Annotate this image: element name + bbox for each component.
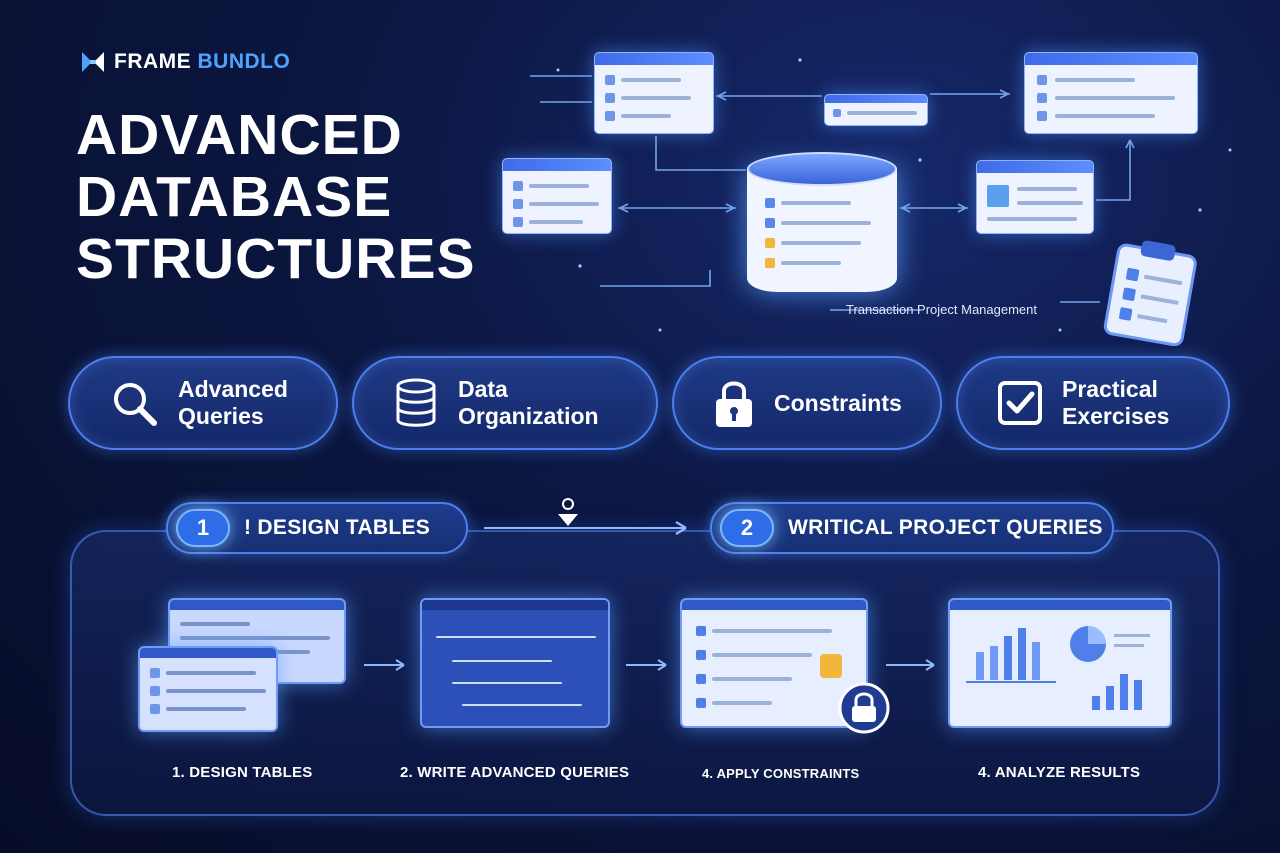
- workflow-caption-1: 1. DESIGN TABLES: [172, 764, 313, 781]
- frame-logo-icon: [82, 52, 104, 72]
- title-line-3: STRUCTURES: [76, 227, 476, 291]
- feature-advanced-queries: Advanced Queries: [68, 356, 338, 450]
- feature-label: Advanced Queries: [178, 376, 288, 430]
- clipboard-icon: [1103, 240, 1197, 346]
- step-1-label: ! DESIGN TABLES: [244, 516, 431, 539]
- title-line-1: ADVANCED: [76, 103, 403, 167]
- step-connector: [484, 498, 687, 536]
- database-cylinder: [747, 152, 897, 302]
- diagram-window-3: [1024, 52, 1198, 134]
- feature-label-line-2: Organization: [458, 403, 599, 429]
- lock-icon: [820, 654, 890, 734]
- step-2-label: WRITICAL PROJECT QUERIES: [788, 516, 1103, 539]
- feature-practical-exercises: Practical Exercises: [956, 356, 1230, 450]
- database-diagram: Transaction Project Management: [500, 40, 1260, 360]
- feature-label-line-1: Practical: [1062, 376, 1158, 402]
- page-title: ADVANCED DATABASE STRUCTURES: [76, 104, 476, 290]
- diagram-window-4: [502, 158, 612, 234]
- workflow-caption-3: 4. APPLY CONSTRAINTS: [702, 766, 860, 781]
- feature-label-line-2: Exercises: [1062, 403, 1170, 429]
- lock-icon: [716, 381, 752, 427]
- brand-name-part2: BUNDLO: [197, 50, 291, 73]
- feature-label: Data Organization: [458, 376, 599, 430]
- search-icon: [114, 383, 157, 426]
- step-2-pill: 2 WRITICAL PROJECT QUERIES: [710, 502, 1114, 554]
- diagram-window-5: [976, 160, 1094, 234]
- workflow-caption-2: 2. WRITE ADVANCED QUERIES: [400, 764, 630, 781]
- database-icon: [396, 378, 436, 427]
- step-1-number: 1: [176, 509, 230, 547]
- workflow-caption-4: 4. ANALYZE RESULTS: [978, 764, 1141, 781]
- diagram-caption: Transaction Project Management: [846, 302, 1038, 317]
- workflow-card-design-tables: [138, 646, 278, 732]
- feature-data-organization: Data Organization: [352, 356, 658, 450]
- feature-label-line-1: Data: [458, 376, 508, 402]
- results-chart-icon: [966, 626, 1150, 710]
- brand-logo: FRAME BUNDLO: [80, 50, 290, 74]
- step-1-pill: 1 ! DESIGN TABLES: [166, 502, 468, 554]
- feature-label-line-1: Constraints: [774, 389, 902, 416]
- checkbox-icon: [998, 381, 1042, 425]
- feature-constraints: Constraints: [672, 356, 942, 450]
- feature-label: Constraints: [774, 390, 902, 417]
- feature-label-line-2: Queries: [178, 403, 264, 429]
- workflow-card-write-queries: [420, 598, 610, 728]
- brand-name-part1: FRAME: [114, 50, 192, 73]
- title-line-2: DATABASE: [76, 165, 393, 229]
- diagram-connectors: [530, 58, 1232, 332]
- step-2-number: 2: [720, 509, 774, 547]
- brand-name: FRAME BUNDLO: [114, 50, 290, 74]
- diagram-window-2: [824, 94, 928, 126]
- diagram-window-1: [594, 52, 714, 134]
- feature-label: Practical Exercises: [1062, 376, 1169, 430]
- workflow-arrows: [364, 659, 935, 671]
- feature-label-line-1: Advanced: [178, 376, 288, 402]
